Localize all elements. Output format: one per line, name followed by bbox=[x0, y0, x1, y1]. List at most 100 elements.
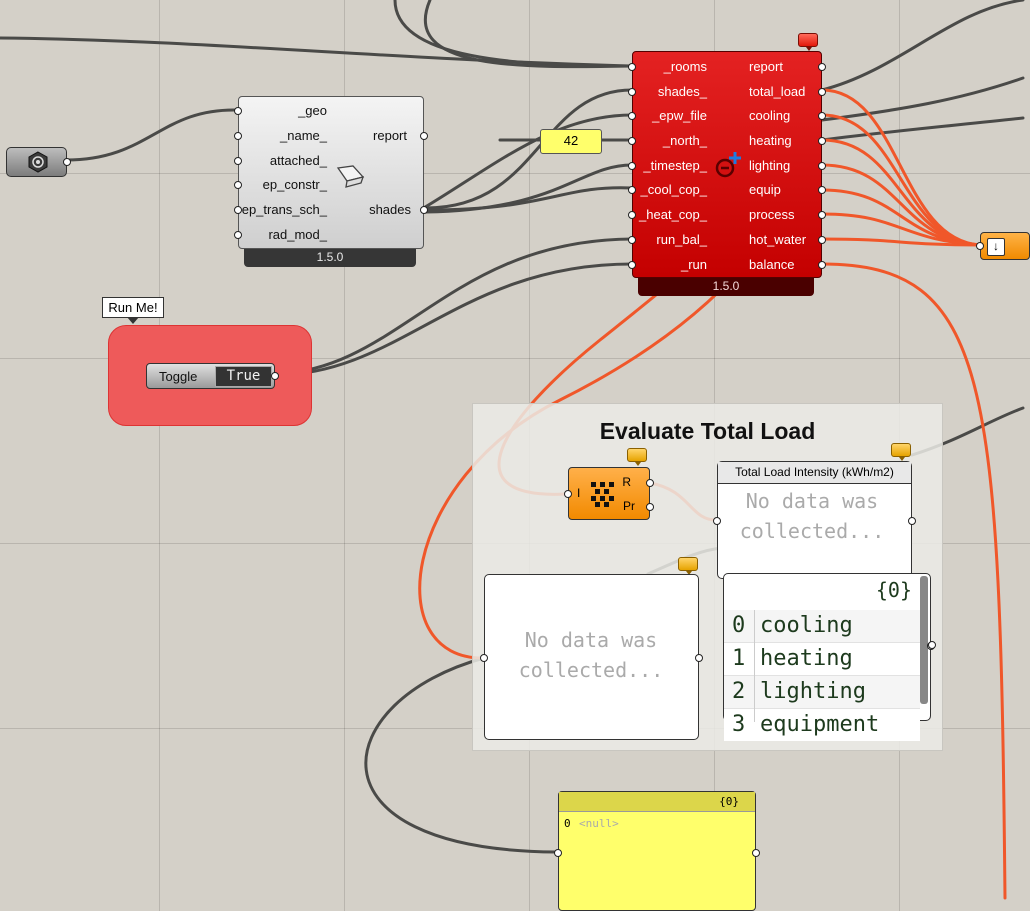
toggle-value[interactable]: True bbox=[215, 366, 272, 387]
input-epw-file: _epw_file bbox=[652, 108, 707, 123]
output-cooling: cooling bbox=[749, 108, 791, 123]
data-output-component[interactable]: ↓ bbox=[976, 232, 1030, 260]
list-panel-output-port[interactable] bbox=[928, 641, 936, 649]
port-in-0[interactable] bbox=[480, 654, 488, 662]
panel-path: {0} bbox=[719, 795, 739, 808]
output-port[interactable] bbox=[271, 372, 279, 380]
port-out-0[interactable] bbox=[908, 517, 916, 525]
port-in-0[interactable] bbox=[713, 517, 721, 525]
output-pr: Pr bbox=[623, 499, 635, 513]
energy-balance-component[interactable]: _rooms shades_ _epw_file _north_ _timest… bbox=[628, 51, 826, 278]
energy-balance-icon bbox=[713, 150, 743, 180]
hexagon-icon bbox=[27, 151, 49, 173]
boolean-toggle[interactable]: Toggle True bbox=[146, 363, 279, 389]
port-out-8[interactable] bbox=[818, 261, 826, 269]
group-title: Evaluate Total Load bbox=[599, 418, 816, 444]
list-row: 1 heating bbox=[724, 643, 920, 676]
warning-bubble[interactable] bbox=[891, 443, 911, 461]
port-out-1[interactable] bbox=[420, 206, 428, 214]
port-out-4[interactable] bbox=[818, 162, 826, 170]
port-in-0[interactable] bbox=[554, 849, 562, 857]
port-in-0[interactable] bbox=[976, 242, 984, 250]
warning-bubble-red[interactable] bbox=[798, 33, 818, 51]
port-in-1[interactable] bbox=[234, 132, 242, 140]
warning-bubble[interactable] bbox=[678, 557, 698, 575]
output-port[interactable] bbox=[63, 158, 71, 166]
north-number-panel[interactable]: 42 bbox=[540, 129, 602, 154]
shade-component[interactable]: _geo _name_ attached_ ep_constr_ ep_tran… bbox=[234, 96, 428, 249]
port-in-0[interactable] bbox=[628, 63, 636, 71]
port-out-6[interactable] bbox=[818, 211, 826, 219]
panel-path: {0} bbox=[875, 578, 912, 602]
input-timestep: _timestep_ bbox=[643, 158, 707, 173]
port-in-5[interactable] bbox=[628, 186, 636, 194]
warning-bubble[interactable] bbox=[627, 448, 647, 466]
shade-icon bbox=[335, 163, 365, 189]
list-row: 2 lighting bbox=[724, 676, 920, 709]
port-in-2[interactable] bbox=[234, 157, 242, 165]
port-in-2[interactable] bbox=[628, 112, 636, 120]
input-run: _run bbox=[680, 257, 707, 272]
input-ep-constr: ep_constr_ bbox=[262, 177, 327, 192]
output-balance: balance bbox=[749, 257, 795, 272]
input-geo: _geo bbox=[298, 103, 327, 118]
index-divider bbox=[754, 610, 755, 722]
total-load-panel[interactable]: Total Load Intensity (kWh/m2) No data wa… bbox=[713, 461, 916, 579]
panel-header bbox=[559, 792, 755, 812]
port-in-4[interactable] bbox=[628, 162, 636, 170]
input-i: I bbox=[577, 486, 581, 500]
port-out-7[interactable] bbox=[818, 236, 826, 244]
output-process: process bbox=[749, 207, 795, 222]
panel-title: Total Load Intensity (kWh/m2) bbox=[718, 462, 911, 484]
input-north: _north_ bbox=[662, 133, 707, 148]
port-in-0[interactable] bbox=[234, 107, 242, 115]
port-in-3[interactable] bbox=[628, 137, 636, 145]
no-data-panel[interactable]: No data was collected... bbox=[480, 574, 703, 740]
port-in-4[interactable] bbox=[234, 206, 242, 214]
input-ep-trans-sch: ep_trans_sch_ bbox=[241, 202, 327, 217]
input-rad-mod: rad_mod_ bbox=[268, 227, 327, 242]
port-in-3[interactable] bbox=[234, 181, 242, 189]
port-out-1[interactable] bbox=[818, 88, 826, 96]
input-name: _name_ bbox=[280, 128, 327, 143]
scrollbar[interactable] bbox=[920, 576, 928, 704]
port-out-0[interactable] bbox=[752, 849, 760, 857]
port-out-2[interactable] bbox=[818, 112, 826, 120]
panel-text: No data was collected... bbox=[518, 628, 664, 682]
output-heating: heating bbox=[749, 133, 792, 148]
geometry-param[interactable] bbox=[6, 147, 71, 177]
port-in-5[interactable] bbox=[234, 231, 242, 239]
port-out-0[interactable] bbox=[420, 132, 428, 140]
list-rows: 0 cooling 1 heating 2 lighting 3 equipme… bbox=[724, 610, 920, 741]
output-report: report bbox=[749, 59, 783, 74]
port-out-3[interactable] bbox=[818, 137, 826, 145]
port-out-0[interactable] bbox=[646, 479, 654, 487]
panel-text: No data was collected... bbox=[739, 489, 885, 543]
port-in-8[interactable] bbox=[628, 261, 636, 269]
input-run-bal: run_bal_ bbox=[656, 232, 707, 247]
port-out-0[interactable] bbox=[695, 654, 703, 662]
toggle-label: Toggle bbox=[159, 369, 198, 384]
input-heat-cop: _heat_cop_ bbox=[639, 207, 707, 222]
energy-version-bar: 1.5.0 bbox=[638, 278, 814, 296]
output-total-load: total_load bbox=[749, 84, 806, 99]
port-out-1[interactable] bbox=[646, 503, 654, 511]
list-item-icon bbox=[589, 480, 617, 508]
port-out-0[interactable] bbox=[818, 63, 826, 71]
output-names-panel[interactable]: {0} 0 cooling 1 heating 2 lighting 3 equ… bbox=[723, 573, 935, 741]
port-out-5[interactable] bbox=[818, 186, 826, 194]
port-in-6[interactable] bbox=[628, 211, 636, 219]
row-value: <null> bbox=[579, 817, 619, 830]
scribble-pointer bbox=[127, 317, 139, 324]
north-value: 42 bbox=[563, 133, 579, 148]
output-equip: equip bbox=[749, 182, 781, 197]
port-in-7[interactable] bbox=[628, 236, 636, 244]
null-output-panel[interactable]: {0} 0 <null> bbox=[554, 791, 760, 911]
port-in-1[interactable] bbox=[628, 88, 636, 96]
output-report: report bbox=[373, 128, 407, 143]
list-item-component[interactable]: I R Pr bbox=[564, 467, 654, 520]
input-shades: shades_ bbox=[657, 84, 707, 99]
port-in-0[interactable] bbox=[564, 490, 572, 498]
download-arrow-icon: ↓ bbox=[987, 238, 1005, 256]
list-row: 0 cooling bbox=[724, 610, 920, 643]
